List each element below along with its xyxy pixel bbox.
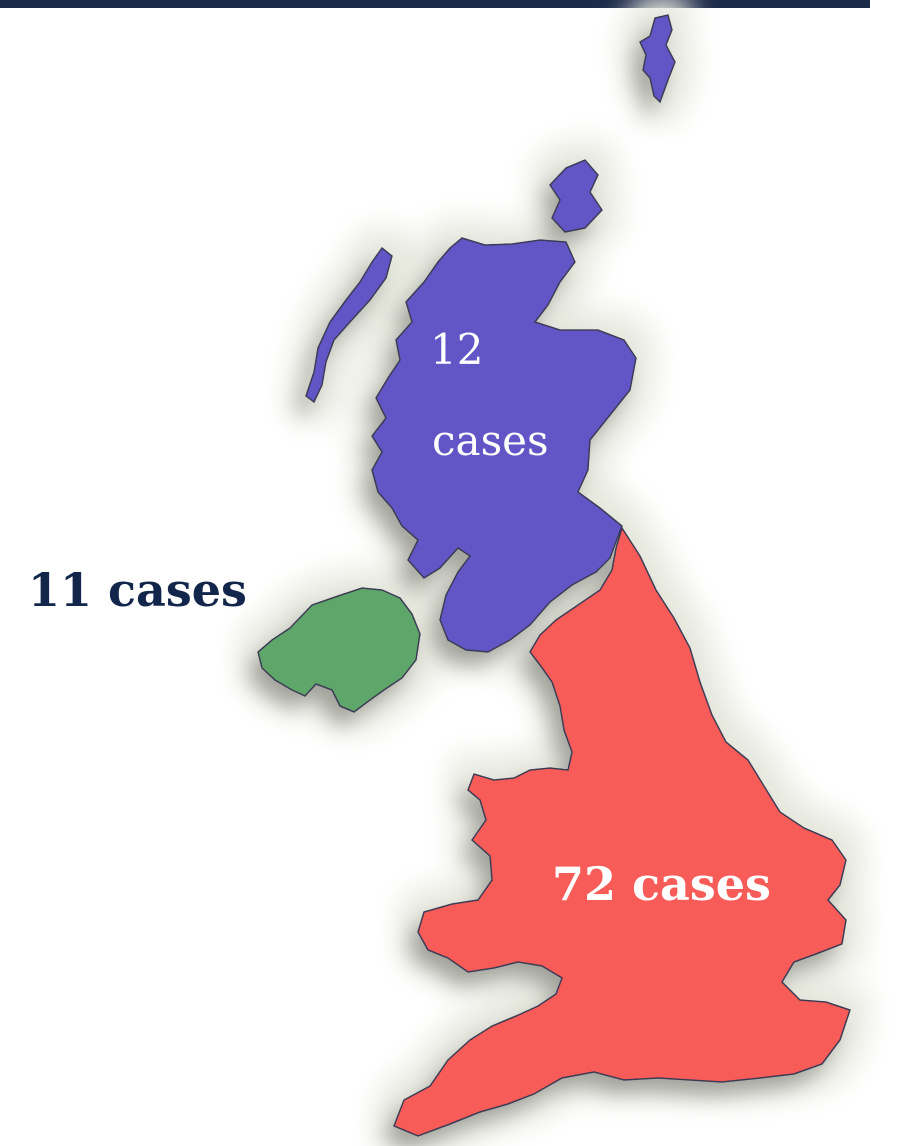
region-shetland [639,14,676,104]
region-orkney [549,159,603,233]
scotland-cases-number: 12 [430,325,483,374]
region-western-isles [305,246,393,404]
map-regions [257,14,851,1137]
region-northern-ireland [257,587,421,713]
england-wales-cases-label: 72 cases [552,857,771,911]
region-england-wales [393,526,851,1137]
northern-ireland-cases-label: 11 cases [28,563,247,617]
region-scotland [371,237,637,653]
scotland-cases-unit: cases [432,416,549,465]
top-rule [0,0,870,8]
